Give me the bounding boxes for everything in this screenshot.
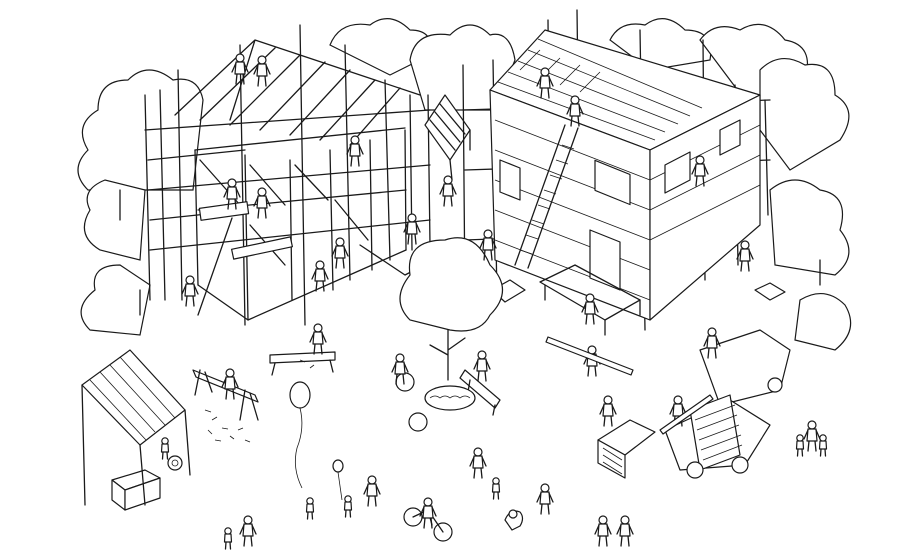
balloons	[289, 381, 344, 501]
background-trees	[77, 18, 852, 351]
wood-chips	[204, 359, 315, 443]
truck	[664, 329, 791, 479]
dog	[504, 509, 524, 531]
carried-planks	[197, 217, 714, 435]
small-shed	[424, 94, 471, 181]
timber-frame-house	[144, 24, 431, 326]
central-tree	[395, 237, 504, 432]
tent	[81, 349, 191, 506]
sided-house	[462, 9, 771, 336]
